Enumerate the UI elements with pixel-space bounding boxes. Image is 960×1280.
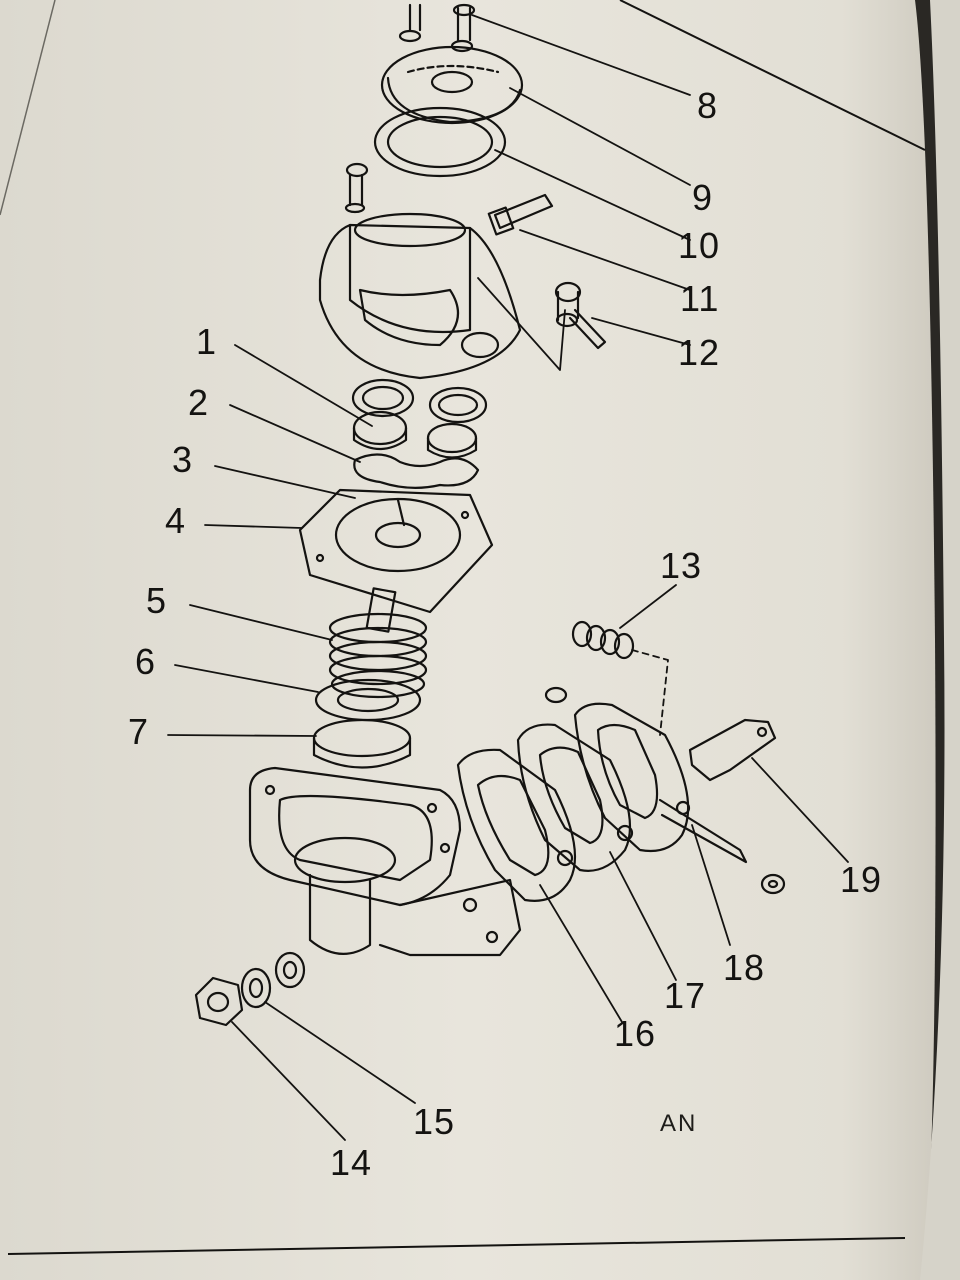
callout-label-16: 16 — [614, 1013, 657, 1054]
callout-label-12: 12 — [678, 332, 721, 373]
callout-label-3: 3 — [172, 439, 194, 480]
callout-label-14: 14 — [330, 1142, 373, 1183]
callout-label-6: 6 — [135, 641, 157, 682]
callout-label-13: 13 — [660, 545, 703, 586]
corner-tag: AN — [660, 1110, 698, 1137]
shaft-seal — [312, 718, 412, 769]
top-rule — [619, 0, 926, 151]
book-page — [0, 0, 936, 1280]
next-page-edge — [920, 0, 960, 1280]
diaphragm-plate — [298, 488, 494, 614]
flange-gasket — [456, 748, 577, 902]
callout-label-2: 2 — [188, 382, 210, 423]
callout-label-5: 5 — [146, 580, 168, 621]
top-cover — [380, 45, 524, 125]
callout-label-19: 19 — [840, 859, 883, 900]
lower-pump-body — [248, 766, 522, 957]
spacer-plate — [516, 723, 634, 872]
outlet-fitting — [487, 193, 554, 236]
mounting-washers — [240, 951, 306, 1009]
callout-label-9: 9 — [692, 177, 714, 218]
lever-housing — [544, 686, 748, 864]
mounting-nut — [194, 976, 244, 1027]
callout-label-18: 18 — [723, 947, 766, 988]
upper-pump-body — [318, 162, 522, 380]
cover-gasket — [373, 106, 507, 178]
margin-line — [0, 0, 56, 216]
inlet-fitting — [554, 281, 607, 350]
lever-spring — [571, 620, 635, 660]
diaphragm-spring — [328, 587, 428, 699]
callout-label-15: 15 — [413, 1101, 456, 1142]
callout-label-7: 7 — [128, 711, 150, 752]
callout-label-11: 11 — [680, 278, 720, 319]
callout-label-10: 10 — [678, 225, 721, 266]
bottom-rule — [7, 1237, 906, 1255]
actuating-lever — [688, 718, 777, 782]
callout-label-17: 17 — [664, 975, 707, 1016]
leader-lines — [167, 14, 849, 1141]
callout-label-1: 1 — [196, 321, 218, 362]
callout-label-8: 8 — [697, 85, 719, 126]
valve-gasket — [353, 453, 480, 489]
lever-washer — [760, 873, 786, 895]
callout-label-4: 4 — [165, 500, 187, 541]
